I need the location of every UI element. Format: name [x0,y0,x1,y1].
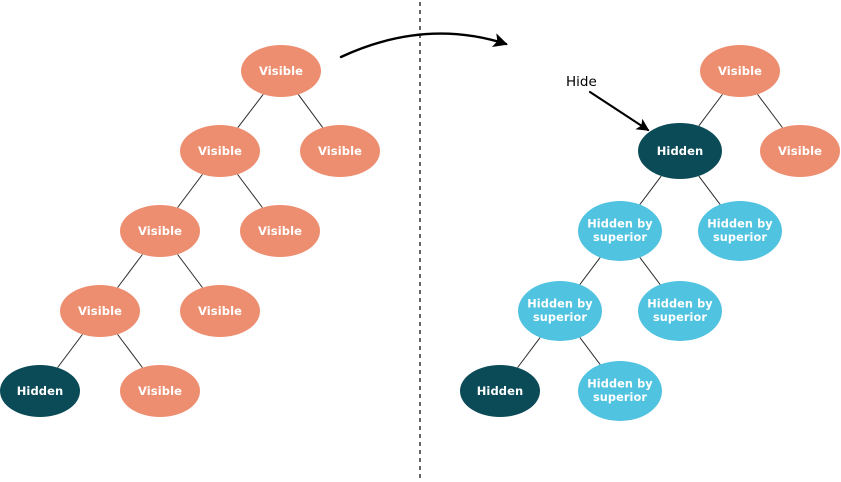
edges-layer [57,93,783,368]
tree-edge-left-l2-l5 [237,174,263,208]
tree-edge-right-r6-r8 [517,337,541,368]
tree-edge-right-r2-r5 [698,175,721,205]
node-shape [240,205,320,257]
tree-node-left-l6-visible[interactable]: Visible [60,285,140,337]
tree-node-left-l5-visible[interactable]: Visible [240,205,320,257]
tree-edge-left-l6-l8 [57,334,83,368]
hide-callout-arrow [588,90,650,132]
annotations-layer: Hide [566,74,597,90]
tree-node-left-l3-visible[interactable]: Visible [300,125,380,177]
transition-arrow [339,32,508,59]
tree-edge-right-r4-r7 [639,257,661,285]
node-shape [638,281,722,341]
tree-edge-right-r4-r6 [579,257,601,285]
tree-node-left-l1-visible[interactable]: Visible [241,45,321,97]
tree-node-left-l9-visible[interactable]: Visible [120,365,200,417]
tree-edge-right-r1-r2 [698,94,723,127]
hide-annotation-label: Hide [566,74,597,90]
node-shape [578,361,662,421]
tree-node-right-r8-hidden[interactable]: Hidden [460,365,540,417]
tree-node-left-l7-visible[interactable]: Visible [180,285,260,337]
tree-node-left-l2-visible[interactable]: Visible [180,125,260,177]
tree-node-left-l4-visible[interactable]: Visible [120,205,200,257]
tree-edge-right-r6-r9 [579,337,601,365]
tree-edge-left-l4-l6 [117,254,143,288]
arrows-layer [339,32,650,132]
tree-edge-left-l4-l7 [177,254,203,288]
tree-node-right-r2-hidden[interactable]: Hidden [638,123,722,179]
node-shape [460,365,540,417]
tree-edge-right-r2-r4 [639,175,662,205]
node-shape [180,125,260,177]
node-shape [700,45,780,97]
tree-node-left-l8-hidden[interactable]: Hidden [0,365,80,417]
tree-edge-left-l2-l4 [177,174,203,208]
tree-edge-right-r1-r3 [757,94,783,128]
node-shape [518,281,602,341]
node-shape [578,201,662,261]
node-shape [0,365,80,417]
node-shape [180,285,260,337]
tree-node-right-r3-visible[interactable]: Visible [760,125,840,177]
node-shape [698,201,782,261]
node-shape [241,45,321,97]
node-shape [300,125,380,177]
tree-edge-left-l1-l3 [297,94,324,128]
node-shape [60,285,140,337]
node-shape [760,125,840,177]
node-shape [638,123,722,179]
tree-node-right-r1-visible[interactable]: Visible [700,45,780,97]
node-shape [120,205,200,257]
node-shape [120,365,200,417]
tree-edge-left-l6-l9 [117,334,143,368]
tree-edge-left-l1-l2 [237,93,264,129]
